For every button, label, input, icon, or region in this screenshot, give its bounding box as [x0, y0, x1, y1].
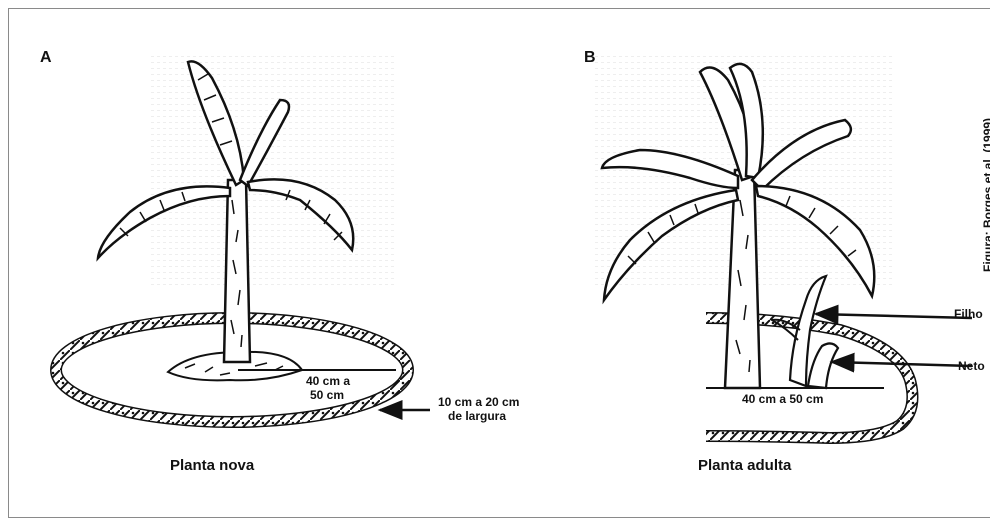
caption-a: Planta nova	[170, 457, 255, 474]
width-a-line2: de largura	[448, 409, 506, 423]
pseudostem-a	[224, 180, 250, 362]
width-a-line1: 10 cm a 20 cm	[438, 395, 519, 409]
panel-b-letter: B	[584, 49, 596, 66]
panel-a-letter: A	[40, 49, 52, 66]
neto-label: Neto	[958, 359, 985, 373]
faded-text-block-a	[150, 55, 395, 285]
distance-a-line1: 40 cm a	[306, 374, 350, 388]
distance-a-line2: 50 cm	[310, 388, 344, 402]
figure-credit: Figura: Borges et al. (1999)	[981, 118, 990, 272]
sucker-neto	[808, 343, 838, 388]
filho-arrow	[816, 314, 972, 318]
distance-b: 40 cm a 50 cm	[742, 392, 823, 406]
caption-b: Planta adulta	[698, 457, 792, 474]
filho-label: Filho	[954, 307, 983, 321]
